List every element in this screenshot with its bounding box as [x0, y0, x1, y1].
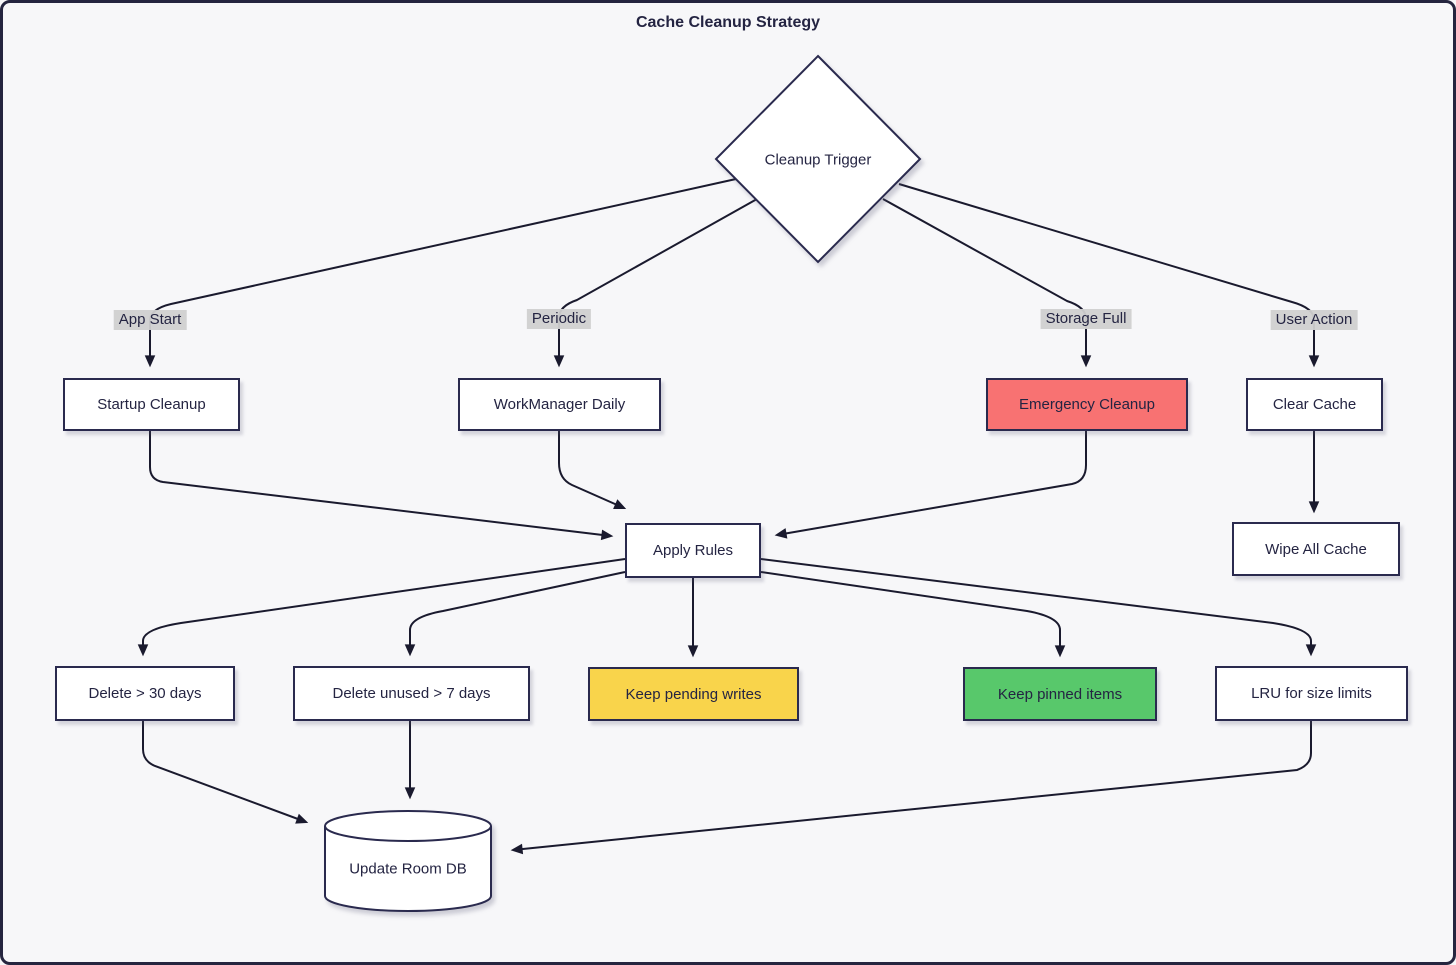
edges-layer [137, 54, 1320, 912]
edge-emergency-apply [774, 431, 1087, 539]
node-clear-cache: Clear Cache [1246, 378, 1383, 431]
cleanup-trigger-diamond [714, 54, 922, 264]
node-workmanager-daily: WorkManager Daily [458, 378, 661, 431]
edge-label-storage-full: Storage Full [1040, 309, 1132, 329]
node-startup-cleanup: Startup Cleanup [63, 378, 240, 431]
edge-startup-apply [149, 431, 614, 541]
node-update-room-db-label: Update Room DB [349, 860, 467, 878]
node-emergency-cleanup: Emergency Cleanup [986, 378, 1188, 431]
node-wipe-all-cache: Wipe All Cache [1232, 522, 1400, 576]
node-delete-30-days: Delete > 30 days [55, 666, 235, 721]
edge-workmanager-apply [558, 431, 627, 509]
diagram-title: Cache Cleanup Strategy [635, 14, 821, 31]
node-keep-pinned-items: Keep pinned items [963, 667, 1157, 721]
edge-trigger-periodic [553, 198, 758, 368]
edge-label-periodic: Periodic [526, 309, 592, 329]
update-room-db-cylinder-top [324, 810, 492, 842]
update-room-db-cylinder [324, 826, 492, 912]
edge-label-user-action: User Action [1270, 310, 1358, 330]
edge-trigger-app-start [144, 178, 737, 368]
node-keep-pending-writes: Keep pending writes [588, 667, 799, 721]
edge-apply-delete7 [404, 571, 626, 657]
edge-trigger-storage-full [882, 198, 1092, 368]
node-delete-unused-7-days: Delete unused > 7 days [293, 666, 530, 721]
edge-label-app-start: App Start [113, 310, 187, 330]
node-apply-rules: Apply Rules [625, 523, 761, 578]
node-cleanup-trigger-label: Cleanup Trigger [764, 151, 872, 169]
edge-trigger-user-action [898, 183, 1320, 368]
edge-delete30-roomdb [142, 721, 309, 824]
edge-lru-roomdb [510, 721, 1312, 855]
edge-apply-lru [760, 558, 1317, 657]
node-lru-size-limits: LRU for size limits [1215, 666, 1408, 721]
edge-apply-pinned [760, 571, 1066, 658]
edge-apply-delete30 [137, 558, 626, 657]
